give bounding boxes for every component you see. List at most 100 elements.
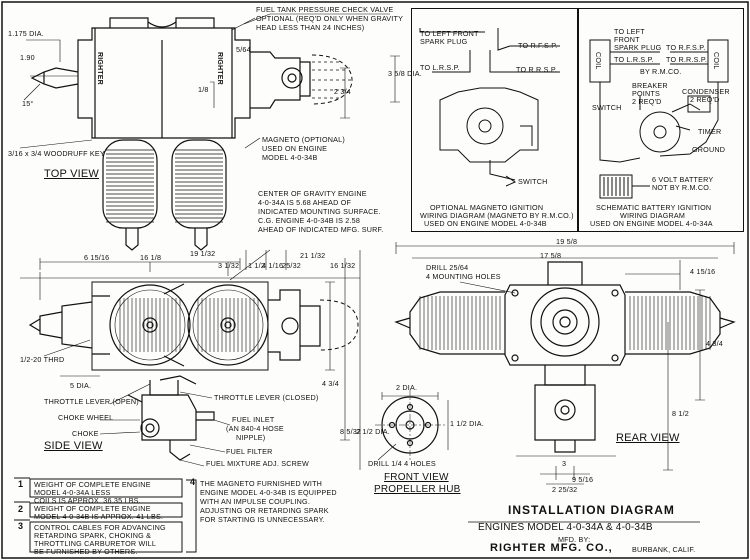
top-view-engine [30,17,353,251]
label-throttle-open: THROTTLE LEVER (OPEN) [44,397,139,406]
dim-5-64: 5/64 [236,45,251,54]
side-dim-4-1-16: 4 1/16 [262,261,284,270]
label-fuel-mixture: FUEL MIXTURE ADJ. SCREW [206,459,309,468]
hub-dim-2-1-2-dia: 2 1/2 DIA. [356,427,390,436]
dim-190: 1.90 [20,53,35,62]
cg-note-2: 4-0-34A IS 5.68 AHEAD OF [258,198,352,207]
side-dim-4-3-4: 4 3/4 [322,379,339,388]
bat-label-spark-plug: SPARK PLUG [614,43,662,52]
side-dia5: 5 DIA. [70,381,92,390]
bat-label-not-by: NOT BY R.M.CO. [652,183,712,192]
dim-1-8: 1/8 [198,85,209,94]
cg-note-5: AHEAD OF INDICATED MFG. SURF. [258,225,384,234]
side-view-title: SIDE VIEW [44,440,103,452]
rear-dim-8-1-2: 8 1/2 [672,409,689,418]
side-dim-16-1-32: 16 1/32 [330,261,356,270]
fuel-tank-note-3: HEAD LESS THAN 24 INCHES) [256,23,365,32]
magneto-note-1: MAGNETO (OPTIONAL) [262,135,345,144]
label-hose: (AN 840-4 HOSE [226,424,284,433]
woodruff-key-label: 3/16 x 3/4 WOODRUFF KEY [8,149,105,158]
brand-stamp-left: RIGHTER [96,52,103,85]
note-3-line-3: THROTTLING CARBURETOR WILL [34,539,157,548]
rear-dim-4-15-16: 4 15/16 [690,267,716,276]
side-dim-16-1-8: 16 1/8 [140,253,162,262]
side-view-dimensions [20,249,361,470]
magneto-wiring-box [411,8,578,232]
side-dim-1-1-2: 1 1/2 [248,261,265,270]
bat-caption-3: USED ON ENGINE MODEL 4-0-34A [590,219,713,228]
mag-caption-2: WIRING DIAGRAM (MAGNETO BY R.M.CO.) [420,211,574,220]
note-1-number: 1 [18,479,24,489]
label-fuel-filter: FUEL FILTER [226,447,273,456]
label-fuel-inlet: FUEL INLET [232,415,275,424]
mag-label-switch: SWITCH [518,177,548,186]
bat-label-rrsp: TO R.R.S.P. [666,55,708,64]
dim-2-3-4: 2 3/4 [334,87,351,96]
note-4-line-3: WITH AN IMPULSE COUPLING. [200,497,311,506]
bat-label-points: POINTS [632,89,660,98]
note-3-line-2: RETARDING SPARK, CHOKING & [34,531,152,540]
hub-dim-2-dia: 2 DIA. [396,383,418,392]
note-3-number: 3 [18,521,24,531]
note-4-line-1: THE MAGNETO FURNISHED WITH [200,479,323,488]
mag-label-rfsp: TO R.F.S.P. [518,41,558,50]
mag-label-spark-plug: SPARK PLUG [420,37,468,46]
bat-label-front: FRONT [614,35,640,44]
mag-label-rrsp: TO R.R.S.P. [516,65,558,74]
note-4-line-4: ADJUSTING OR RETARDING SPARK [200,506,329,515]
label-nipple: NIPPLE) [236,433,266,442]
rear-dim-3: 3 [562,459,567,468]
bat-label-breaker: BREAKER [632,81,668,90]
bat-caption-2: WIRING DIAGRAM [620,211,686,220]
side-dim-6-15-16: 6 15/16 [84,253,110,262]
note-4-line-2: ENGINE MODEL 4-0-34B IS EQUIPPED [200,488,337,497]
note-1-line-3: COILS IS APPROX. 36.35 LBS. [34,496,141,505]
rear-dim-19-5-8: 19 5/8 [556,237,578,246]
bat-label-lrsp: TO L.R.S.P. [614,55,654,64]
mag-caption-3: USED ON ENGINE MODEL 4-0-34B [424,219,547,228]
rear-view-fins [419,296,711,350]
magneto-note-3: MODEL 4-0-34B [262,153,318,162]
rear-dim-17-5-8: 17 5/8 [540,251,562,260]
prop-hub-title: PROPELLER HUB [374,484,461,495]
top-view-title: TOP VIEW [44,168,99,180]
note-4-line-5: FOR STARTING IS UNNECESSARY. [200,515,325,524]
bat-label-battery: 6 VOLT BATTERY [652,175,714,184]
cg-note-4: C.G. ENGINE 4-0-34B IS 2.58 [258,216,361,225]
bat-label-condenser: CONDENSER [682,87,730,96]
rear-drill-1: DRILL 25/64 [426,263,469,272]
mag-caption-1: OPTIONAL MAGNETO IGNITION [430,203,544,212]
label-choke: CHOKE [72,429,99,438]
note-3-line-1: CONTROL CABLES FOR ADVANCING [34,523,166,532]
bat-label-coil-right: COIL [712,52,721,70]
bat-label-switch: SWITCH [592,103,622,112]
bat-label-coil-left: COIL [594,52,603,70]
bat-label-to-left: TO LEFT [614,27,645,36]
bat-caption-1: SCHEMATIC BATTERY IGNITION [596,203,712,212]
side-dim-25-32: 25/32 [282,261,301,270]
rear-dim-4-3-4: 4 3/4 [706,339,723,348]
magneto-wiring-diagram [419,28,560,187]
battery-wiring-box [578,8,744,232]
side-dim-3-1-32: 3 1/32 [218,261,240,270]
side-dim-8-5-32: 8 5/32 [340,427,362,436]
bat-label-rfsp: TO R.F.S.P. [666,43,706,52]
rear-drill-2: 4 MOUNTING HOLES [426,272,501,281]
bat-label-by-rmco: BY R.M.CO. [640,67,682,76]
dim-shaft-dia: 1.175 DIA. [8,29,44,38]
cg-note-3: INDICATED MOUNTING SURFACE. [258,207,381,216]
propeller-hub-drawing [375,390,449,461]
rear-view-dimensions [395,242,735,485]
dim-3-5-8-dia: 3 5/8 DIA. [388,69,422,78]
side-dim-19-1-32: 19 1/32 [190,249,216,258]
title-block-location: BURBANK, CALIF. [632,545,696,554]
note-3-line-4: BE FURNISHED BY OTHERS. [34,547,138,556]
rear-dim-2-25-32: 2 25/32 [552,485,578,494]
title-block-engines: ENGINES MODEL 4-0-34A & 4-0-34B [478,522,653,533]
dim-angle: 15° [22,99,34,108]
label-choke-wheel: CHOKE WHEEL [58,413,114,422]
note-2-line-2: MODEL 4-0-34B IS APPROX. 41 LBS. [34,512,164,521]
hub-drill: DRILL 1/4 4 HOLES [368,459,436,468]
